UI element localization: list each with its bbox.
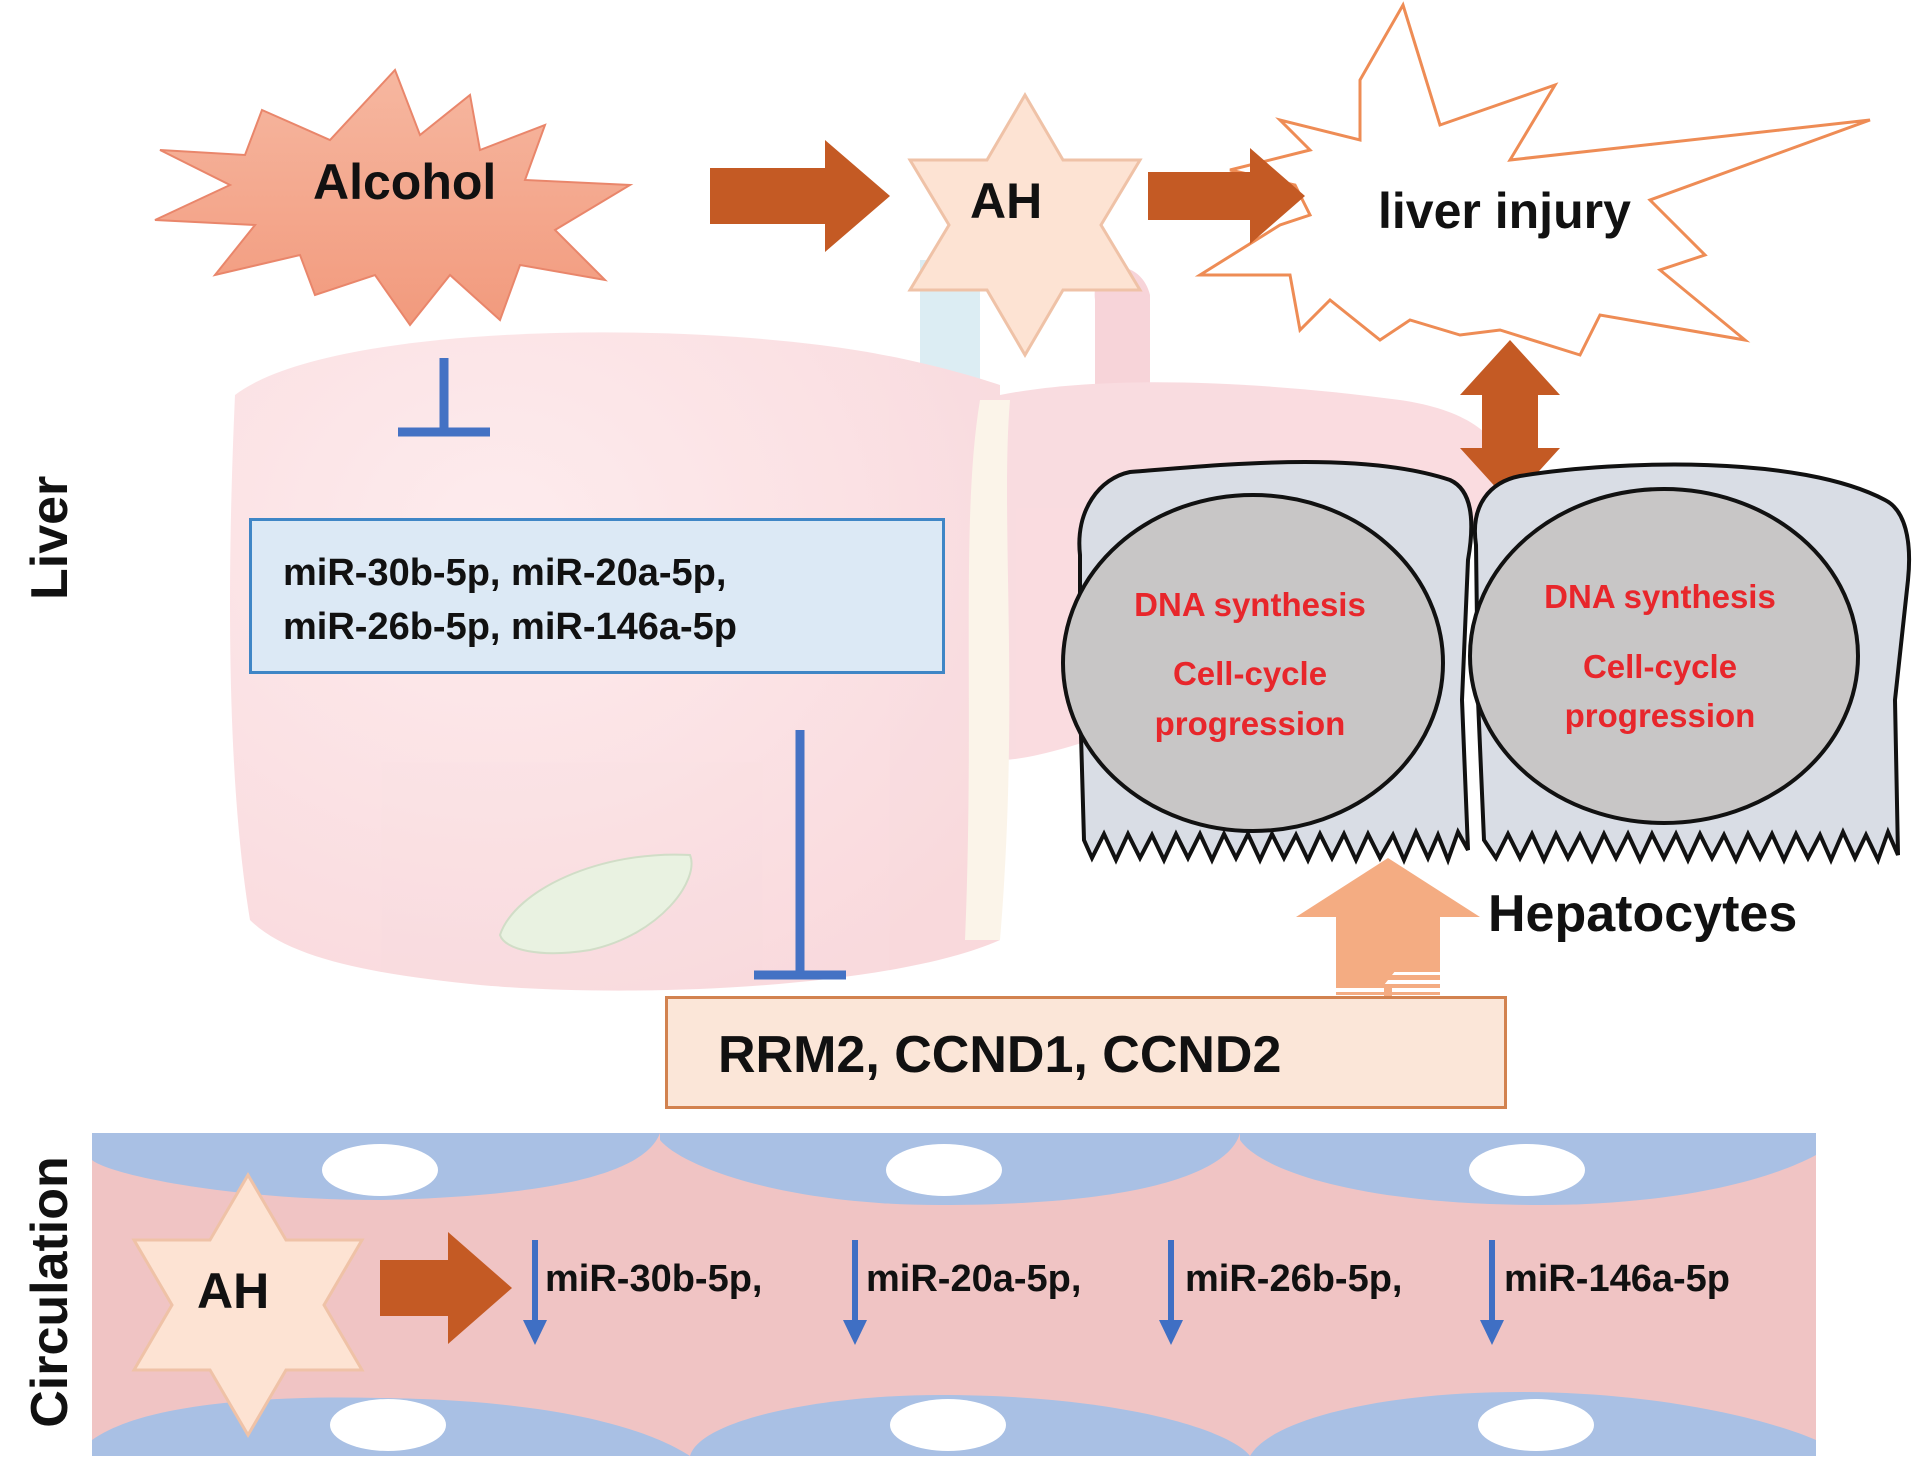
circulation-side-label: Circulation	[21, 1156, 79, 1428]
vessel-stub	[1094, 267, 1150, 420]
ah-star-circulation	[131, 1172, 365, 1438]
down-arrow-icon	[843, 1240, 867, 1345]
circ-mirna-2: miR-20a-5p,	[866, 1258, 1082, 1300]
arrow-ah-to-injury	[1148, 148, 1305, 244]
circ-mirna-4: miR-146a-5p	[1504, 1258, 1730, 1300]
down-arrow-icon	[523, 1240, 547, 1345]
endothelial-nucleus	[322, 1144, 438, 1196]
ligament	[965, 400, 1010, 940]
endothelial-nucleus	[330, 1399, 446, 1451]
arrow-ah-to-circulating-mirnas	[380, 1232, 512, 1344]
ah-label-top: AH	[970, 173, 1043, 229]
gallbladder	[498, 853, 693, 955]
arrow-genes-to-hepatocytes	[1296, 858, 1480, 1010]
liver-mirna-line1: miR-30b-5p, miR-20a-5p,	[283, 552, 727, 594]
hepatocyte-cell-right	[1468, 462, 1912, 866]
circ-mirna-1: miR-30b-5p,	[545, 1258, 763, 1300]
right-cell-cell-cycle: Cell-cycle	[1582, 648, 1738, 685]
nucleus-left	[1061, 493, 1445, 833]
circulation-vessel	[92, 1133, 1816, 1456]
right-cell-dna-synthesis: DNA synthesis	[1544, 578, 1776, 615]
liver-mirna-box	[249, 518, 945, 674]
liver-injury-label: liver injury	[1378, 183, 1631, 239]
hepatocyte-cell-left	[1061, 460, 1474, 866]
arrow-alcohol-to-ah	[710, 140, 890, 252]
endothelial-nucleus	[1469, 1144, 1585, 1196]
endothelial-nucleus	[890, 1399, 1006, 1451]
alcohol-label: Alcohol	[313, 154, 497, 210]
inhibit-mirna-genes	[754, 730, 846, 980]
down-arrows	[523, 1240, 1504, 1345]
nucleus-right	[1468, 487, 1860, 825]
hepatocytes-label: Hepatocytes	[1488, 885, 1798, 943]
down-arrow-icon	[1480, 1240, 1504, 1345]
endothelial-nucleus	[1478, 1399, 1594, 1451]
gene-box	[665, 996, 1507, 1109]
ah-star-top	[907, 92, 1143, 358]
gene-label: RRM2, CCND1, CCND2	[718, 1026, 1282, 1084]
alcohol-starburst	[154, 68, 634, 327]
ah-label-circulation: AH	[197, 1263, 270, 1319]
liver-mirna-line2: miR-26b-5p, miR-146a-5p	[283, 606, 738, 648]
endothelial-nucleus	[886, 1144, 1002, 1196]
inhibit-alcohol-mirna	[398, 358, 490, 437]
left-cell-progression: progression	[1154, 705, 1346, 742]
liver-injury-starburst	[1194, 1, 1871, 357]
left-cell-cell-cycle: Cell-cycle	[1172, 655, 1328, 692]
circ-mirna-3: miR-26b-5p,	[1185, 1258, 1403, 1300]
down-arrow-icon	[1159, 1240, 1183, 1345]
double-arrow-injury-hepatocytes	[1460, 340, 1560, 503]
liver-side-label: Liver	[21, 475, 79, 600]
left-cell-dna-synthesis: DNA synthesis	[1134, 586, 1366, 623]
right-cell-progression: progression	[1564, 697, 1756, 734]
